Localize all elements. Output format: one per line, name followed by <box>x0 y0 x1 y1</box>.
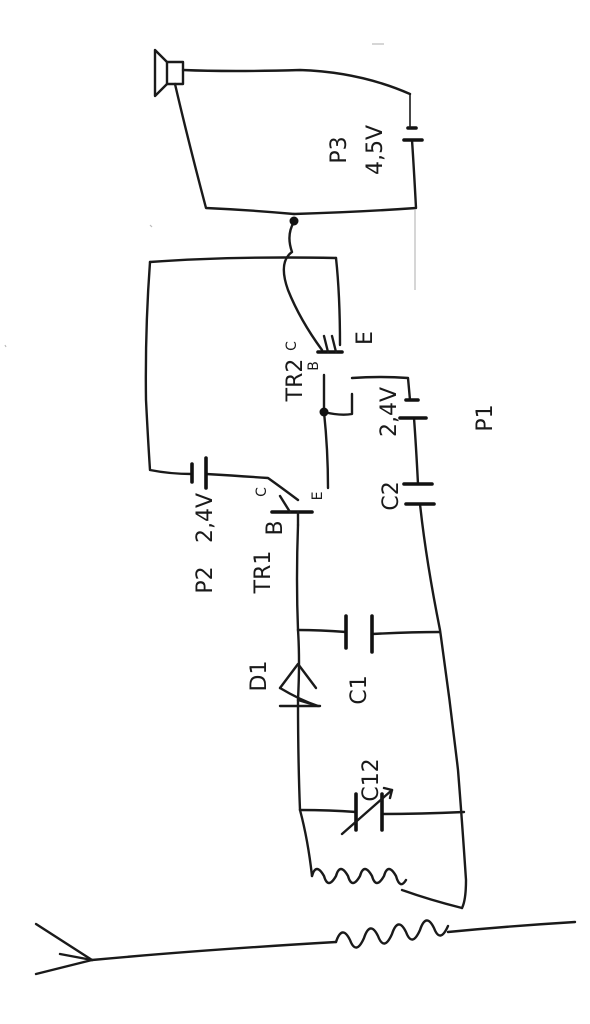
capacitor-c2-symbol <box>402 482 436 506</box>
junction-middle <box>319 407 329 417</box>
label-c1: C1 <box>347 675 372 704</box>
label-tr1-c: C <box>254 487 270 497</box>
diode-d1-symbol <box>278 662 322 708</box>
label-c12: C12 <box>359 758 384 801</box>
label-p3-voltage: 4,5V <box>363 125 388 175</box>
label-tr1-b: B <box>263 520 288 535</box>
label-tr1-e: E <box>310 492 326 501</box>
wires <box>144 68 468 910</box>
coil-upper-symbol <box>310 867 408 886</box>
label-p2-voltage: 2,4V <box>193 493 218 543</box>
label-p2: P2 <box>193 566 218 593</box>
label-p1: P1 <box>473 404 498 431</box>
labels: P3 4,5V C TR2 B E 2,4V P1 C2 P2 2,4V C E… <box>193 125 498 802</box>
transistor-tr2-symbol <box>316 334 344 354</box>
antenna-coil-symbol <box>90 919 577 962</box>
battery-p1-symbol <box>398 398 428 420</box>
label-p3: P3 <box>327 136 352 163</box>
label-tr1: TR1 <box>251 551 276 595</box>
antenna-icon <box>34 922 94 976</box>
battery-p3-symbol <box>402 93 424 142</box>
battery-p2-symbol <box>190 456 208 490</box>
label-c2: C2 <box>379 481 404 510</box>
label-tr2: TR2 <box>283 359 308 403</box>
capacitor-c1-symbol <box>344 614 374 654</box>
scan-marks <box>4 43 416 348</box>
transistor-tr1-symbol <box>270 494 314 527</box>
label-tr2-b: B <box>306 361 322 371</box>
label-tr2-c: C <box>284 341 300 351</box>
speaker-icon <box>153 48 185 98</box>
junction-top <box>289 216 299 226</box>
label-tr2-e: E <box>353 331 378 345</box>
label-p1-voltage: 2,4V <box>377 387 402 437</box>
variable-capacitor-c12-symbol <box>340 786 394 836</box>
label-d1: D1 <box>247 661 272 692</box>
